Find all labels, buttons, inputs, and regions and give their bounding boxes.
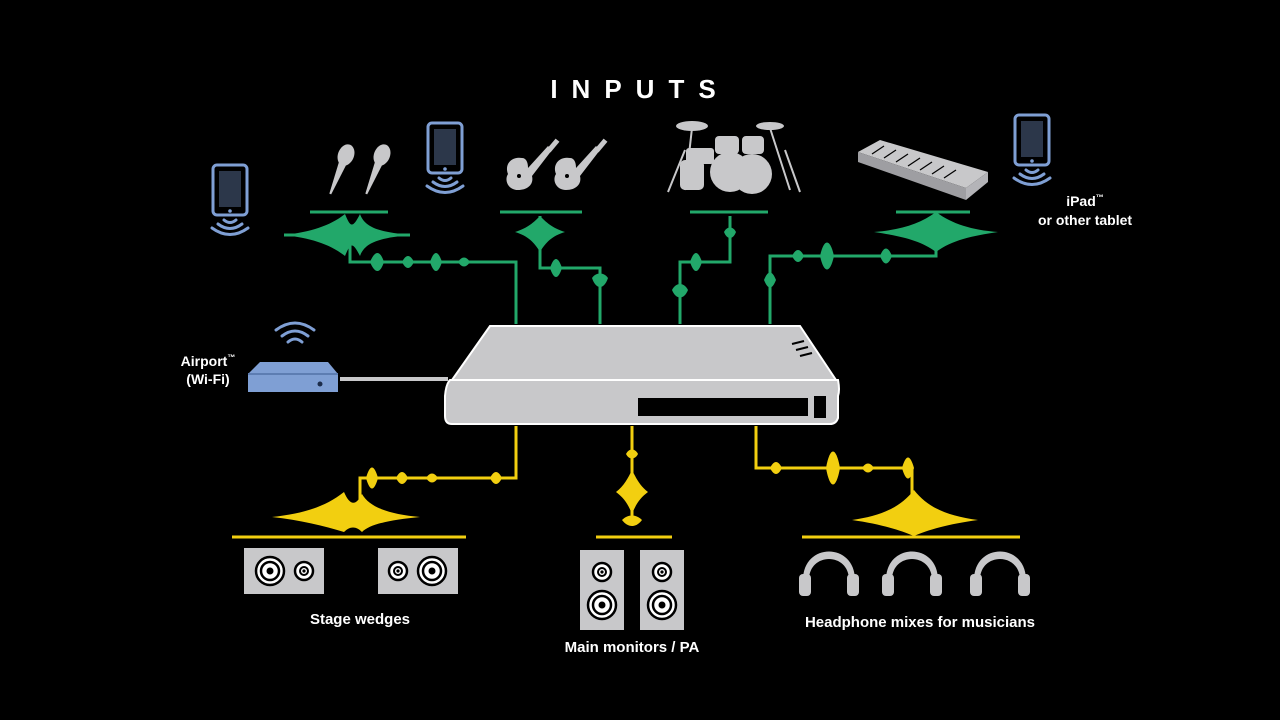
airport-label: Airport™ (Wi-Fi) [150, 349, 266, 388]
keyboard-icon [858, 140, 988, 200]
trademark-mark: ™ [227, 353, 236, 362]
drum-kit-icon [667, 121, 801, 194]
output-waveforms [272, 449, 978, 536]
wifi-icon [274, 321, 316, 344]
ipad-label-line1: iPad [1066, 193, 1096, 209]
airport-label-line1: Airport [180, 353, 228, 369]
headphones-icon [799, 551, 859, 596]
ipad-label-line2: or other tablet [1037, 212, 1133, 228]
airport-router-icon [248, 321, 448, 392]
tablet-icon [425, 121, 465, 194]
monitor-speaker-icon [580, 550, 624, 630]
main-monitors-label: Main monitors / PA [564, 639, 700, 656]
microphone-icon [322, 141, 394, 197]
headphone-mixes-label: Headphone mixes for musicians [804, 614, 1036, 631]
stage-wedges-label: Stage wedges [309, 611, 411, 628]
headphones-icon [970, 551, 1030, 596]
input-waveforms [284, 212, 998, 298]
input-signal-lines [284, 210, 970, 324]
monitor-speaker-icon [640, 550, 684, 630]
tablet-icon [210, 163, 250, 236]
electric-guitar-icon [506, 138, 608, 190]
trademark-mark: ™ [1095, 193, 1104, 202]
tablet-icon [1012, 113, 1052, 186]
airport-label-line2: (Wi-Fi) [186, 371, 230, 387]
mixer-device-icon [444, 325, 840, 425]
headphones-icon [882, 551, 942, 596]
diagram-title: INPUTS [550, 74, 730, 104]
ipad-label: iPad™ or other tablet [1020, 188, 1150, 230]
stage-wedge-icon [244, 548, 324, 594]
stage-wedge-icon [378, 548, 458, 594]
